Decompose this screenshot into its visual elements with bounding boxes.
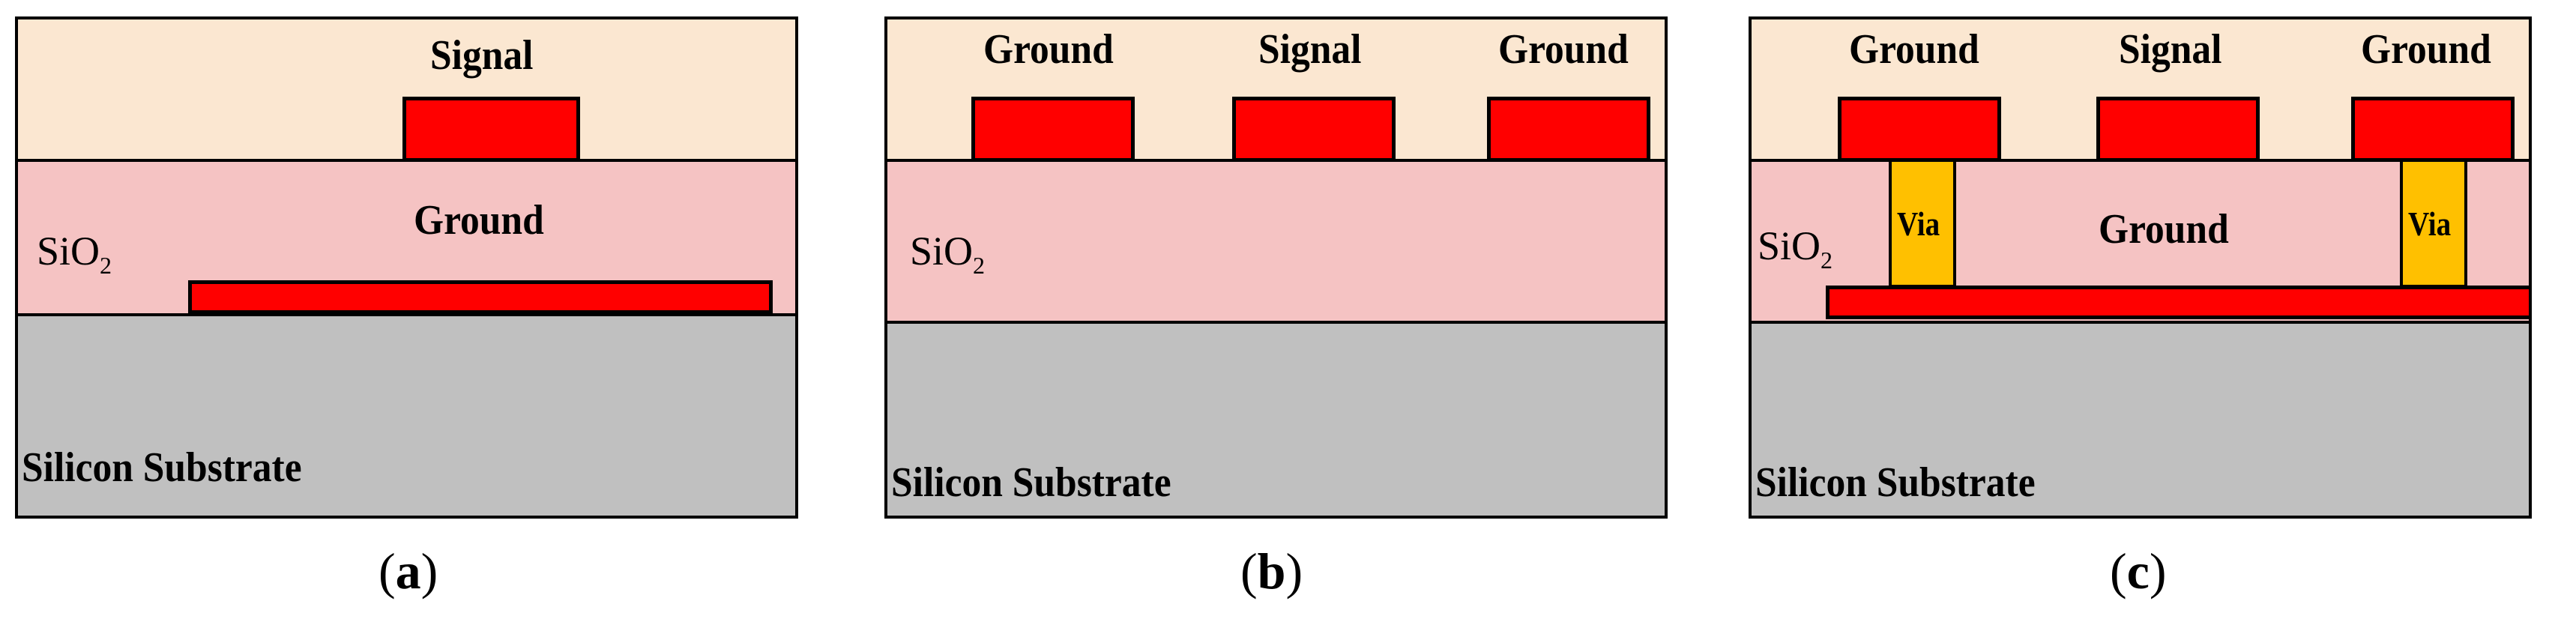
panel-b-oxide-layer	[887, 159, 1665, 324]
panel-a-ground-label: Ground	[414, 197, 544, 244]
panel-a-signal-label: Signal	[430, 32, 534, 79]
panel-a-signal-conductor	[402, 97, 580, 162]
panel-c-signal-conductor	[2096, 97, 2260, 162]
panel-b-coplanar-waveguide: Ground Signal Ground SiO2 Silicon Substr…	[884, 16, 1668, 519]
panel-a-caption: (a)	[378, 543, 438, 600]
panel-b-ground-left-label: Ground	[983, 26, 1114, 73]
panel-a-substrate-layer	[18, 313, 795, 516]
panel-c-substrate-layer	[1752, 321, 2529, 516]
panel-a-oxide-label: SiO2	[37, 229, 112, 279]
panel-c-caption: (c)	[2110, 543, 2167, 600]
panel-c-ground-right-label: Ground	[2361, 26, 2491, 73]
panel-a-substrate-label: Silicon Substrate	[22, 444, 302, 491]
panel-b-substrate-layer	[887, 321, 1665, 516]
panel-b-substrate-label: Silicon Substrate	[891, 459, 1171, 506]
panel-c-via-left-label: Via	[1897, 205, 1940, 243]
panel-b-ground-right-conductor	[1487, 97, 1650, 162]
panel-c-ground-left-conductor	[1838, 97, 2001, 162]
panel-b-signal-conductor	[1232, 97, 1396, 162]
panel-b-ground-left-conductor	[971, 97, 1135, 162]
panel-a-microstrip: Signal Ground SiO2 Silicon Substrate	[15, 16, 798, 519]
panel-c-ground-right-conductor	[2351, 97, 2515, 162]
panel-b-caption: (b)	[1240, 543, 1303, 600]
panel-c-grounded-coplanar-waveguide: Ground Signal Ground Via Via Ground SiO2…	[1749, 16, 2532, 519]
panel-c-via-right	[2400, 159, 2467, 288]
panel-c-ground-plane	[1826, 286, 2529, 319]
panel-c-signal-label: Signal	[2119, 26, 2222, 73]
panel-a-ground-plane	[188, 280, 773, 314]
panel-b-signal-label: Signal	[1258, 26, 1362, 73]
panel-c-via-right-label: Via	[2408, 205, 2452, 243]
panel-b-ground-right-label: Ground	[1498, 26, 1629, 73]
panel-b-oxide-label: SiO2	[910, 229, 986, 279]
panel-c-substrate-label: Silicon Substrate	[1755, 459, 2036, 506]
panel-c-oxide-label: SiO2	[1758, 223, 1833, 274]
panel-c-ground-plane-label: Ground	[2099, 206, 2229, 253]
panel-c-ground-left-label: Ground	[1849, 26, 1979, 73]
